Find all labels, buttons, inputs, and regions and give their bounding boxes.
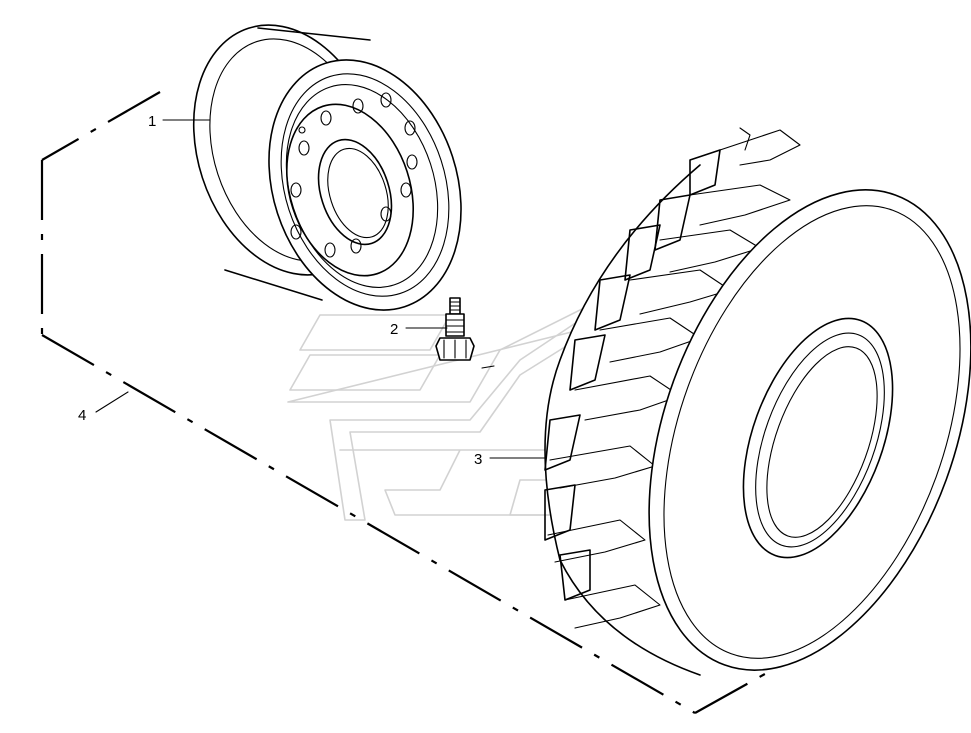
wheel-rim [192,24,462,311]
tyre [544,127,971,676]
callout-1: 1 [148,113,156,130]
leader-lines [95,119,546,459]
leader-4 [95,391,129,413]
callout-4: 4 [78,407,86,424]
callout-3: 3 [474,451,482,468]
valve [435,297,495,369]
callout-2: 2 [390,321,398,338]
assembly-boundary [40,91,859,714]
bolt-holes [290,92,418,258]
